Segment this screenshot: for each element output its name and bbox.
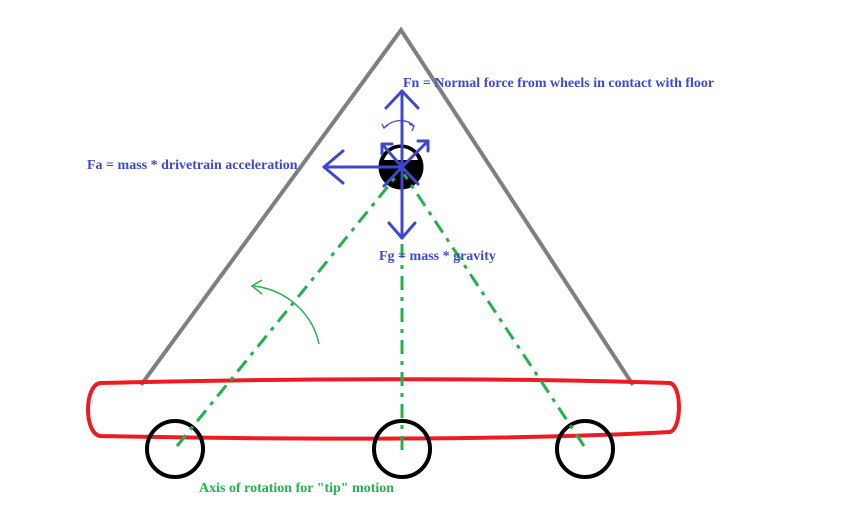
normal-force-label: Fn = Normal force from wheels in contact… [403,76,715,91]
guide-line-left [175,173,400,447]
left-wheel [145,419,205,479]
diag-arrow-se [400,165,420,186]
rotation-indicator-head-left [381,123,389,129]
tip-rotation-arc [253,285,320,345]
tip-rotation-arrow [250,279,320,345]
axis-of-rotation-label: Axis of rotation for "tip" motion [199,481,395,496]
center-wheel [372,419,432,479]
diag-arrow-nw [380,142,404,169]
diag-arrowhead-nw [380,142,394,156]
triangle-frame [139,26,635,387]
gravity-force-arrowhead [387,221,417,240]
accel-force-label: Fa = mass * drivetrain acceleration [87,158,298,173]
accel-force-arrowhead [322,149,345,185]
gravity-force-label: Fg = mass * gravity [379,249,496,264]
tip-rotation-arrowhead [250,279,263,295]
force-arrows [322,89,430,240]
right-wheel [555,419,615,479]
diag-arrowhead-ne [416,139,430,153]
chassis-body [86,377,681,441]
rotation-indicator-head-right [408,123,415,132]
normal-force-arrowhead [384,89,420,110]
diag-arrow-sw [382,165,404,188]
rotation-indicator [381,119,415,132]
guide-line-right [402,173,586,447]
diag-arrow-ne [400,139,430,169]
